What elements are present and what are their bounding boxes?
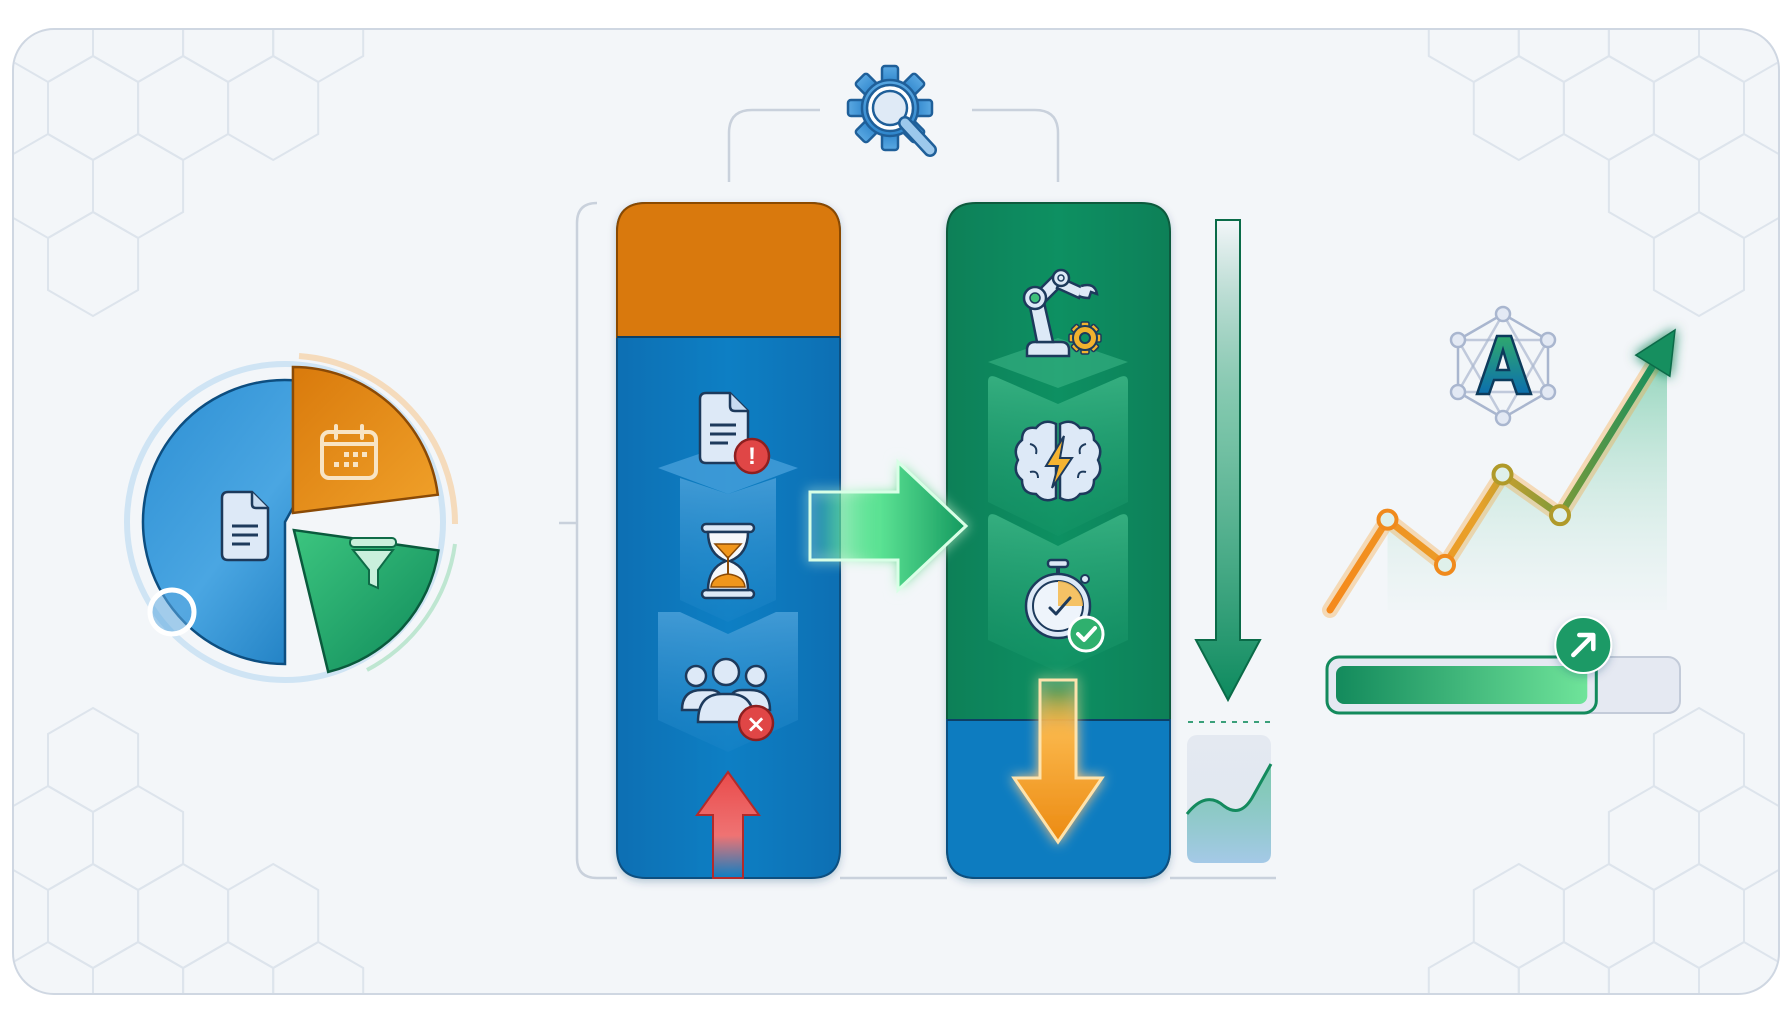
hexagon-shape [1652,210,1745,318]
pie-slice-schedule [291,365,440,515]
document-icon [220,490,270,562]
hexagon-shape [1607,132,1700,240]
hexagon-shape [47,706,140,814]
reject-badge-glyph: × [746,710,766,738]
robotic-arm-gear-icon [1022,268,1102,358]
error-badge-glyph: ! [748,443,756,470]
green-down-arrow-icon [1194,219,1262,703]
hexagon-shape [1517,940,1610,993]
connector-lines [559,108,1276,880]
ring-handle-icon [147,587,197,637]
pie-slice-filter [292,528,440,674]
network-node [1539,383,1557,401]
growth-area [1387,350,1667,610]
red-up-arrow-icon [695,770,761,879]
pie-outer-ring [124,361,446,683]
pie-rim-green [366,543,457,672]
network-node [1494,409,1512,427]
hexagon-shape [47,54,140,162]
area-trend-icon [1185,721,1273,863]
hexagon-shape [1607,784,1700,892]
hexagon-shape [182,30,275,84]
connector-bracket-left [575,201,617,880]
hexagon-shape [1472,862,1565,970]
hexagon-shape [14,940,94,993]
left-column-header [616,202,841,338]
hexagon-shape [14,784,94,892]
hexagon-shape [47,210,140,318]
growth-line [1326,350,1664,614]
hexagon-shape [92,940,185,993]
arrow-up-right-icon [1554,616,1613,674]
hexagon-shape [92,132,185,240]
hexagon-shape [137,54,230,162]
hexagon-shape [1698,784,1778,892]
network-a-icon [1449,305,1557,427]
check-badge [1067,615,1105,653]
hexagon-shape [1517,30,1610,84]
stopwatch-check-icon [1024,558,1105,653]
hexagon-shape [182,940,275,993]
hexagon-shape [92,30,185,84]
hexagon-shape [14,30,94,84]
hexagon-shape [1698,132,1778,240]
progress-outline [1325,655,1598,715]
hexagon-shape [1652,54,1745,162]
network-node [1539,331,1557,349]
growth-data-point [1491,463,1514,486]
hexagon-shape [1607,940,1700,993]
growth-data-point [1376,508,1399,531]
progress-bar [1325,616,1681,715]
hexagon-shape [272,30,365,84]
hexagon-shape [1562,54,1655,162]
connector-top-right [972,108,1060,182]
growth-arrowhead [1634,328,1676,378]
hexagon-shape [137,862,230,970]
users-rejected-icon: × [680,657,775,742]
pie-chart [124,353,459,683]
green-right-arrow-icon [808,458,969,594]
network-node [1449,331,1467,349]
hourglass-icon [700,522,756,600]
hexagon-shape [92,784,185,892]
hexagon-shape [1607,30,1700,84]
small-gear-icon [1068,321,1102,355]
document-error-icon: ! [698,391,771,475]
hexagon-shape [1698,940,1778,993]
hexagon-shape [272,940,365,993]
network-node [1449,383,1467,401]
gear-magnifier-icon [846,64,937,157]
hexagon-shape [1427,30,1520,84]
hexagon-shape [14,132,94,240]
hexagon-background-pattern [14,30,1778,993]
hexagon-shape [47,862,140,970]
brain-lightning-icon [1014,420,1102,502]
network-node [1494,305,1512,323]
hexagon-shape [1562,862,1655,970]
hexagon-shape [1427,940,1520,993]
hexagon-shape [227,862,320,970]
hexagon-shape [1652,706,1745,814]
orange-down-arrow-icon [1011,678,1105,845]
hexagon-shape [227,54,320,162]
pie-rim-orange [298,353,459,525]
funnel-icon [349,537,397,590]
growth-data-point [1434,553,1456,576]
calendar-icon [320,424,378,480]
progress-fill [1336,666,1588,704]
hexagon-shape [1652,862,1745,970]
hexagon-shape [1698,30,1778,84]
connector-top-left [727,108,820,182]
growth-data-point [1549,504,1571,527]
hexagon-shape [1472,54,1565,162]
error-badge: ! [733,437,771,475]
reject-badge: × [737,704,775,742]
growth-chart [1322,328,1676,618]
